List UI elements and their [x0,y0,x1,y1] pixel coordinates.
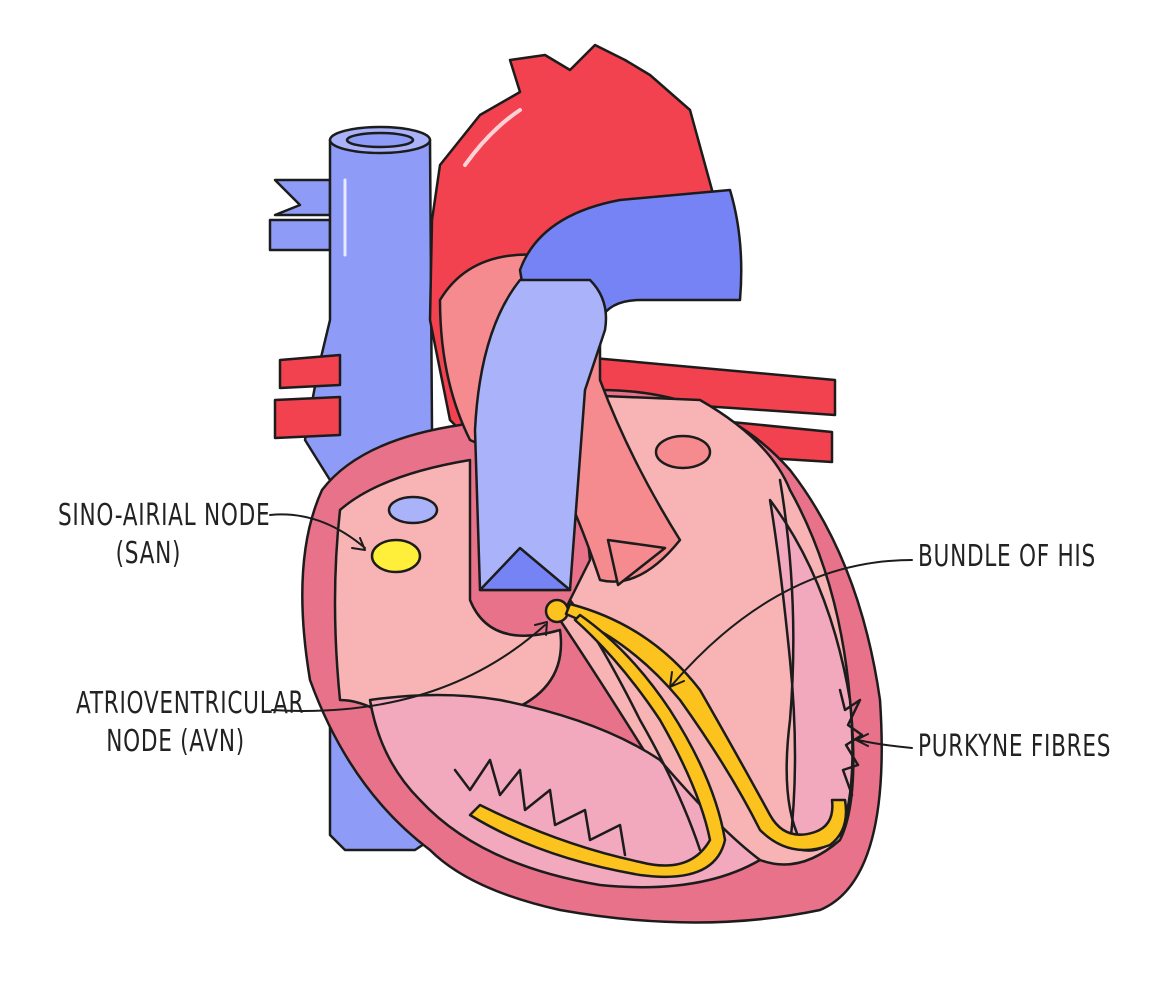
atrioventricular-node [544,598,570,624]
sinoatrial-node [370,538,422,574]
avn-label-line1: ATRIOVENTRICULAR [76,686,305,721]
ventricle-lining [368,693,762,889]
arrow-san-icon [269,513,366,551]
bundle-of-his-label: BUNDLE OF HIS [918,539,1096,574]
arrow-purkyne-icon [855,733,913,749]
san-label: SINO-AIRIAL NODE (SAN) [58,497,270,572]
avn-label-line2: NODE (AVN) [106,723,245,759]
bundle-of-his-fibres [453,602,864,879]
san-label-line2: (SAN) [115,535,182,571]
arrow-bundle-icon [669,559,913,688]
pulmonary-vein-opening [654,434,712,470]
san-label-line1: SINO-AIRIAL NODE [58,498,271,533]
mitral-valve [606,538,667,587]
purkyne-fibres-label: PURKYNE FIBRES [918,729,1112,764]
vena-cava-opening [387,495,439,525]
avn-label: ATRIOVENTRICULAR NODE (AVN) [76,685,304,760]
pulmonary-artery [473,188,743,592]
arrow-avn-icon [271,621,548,712]
